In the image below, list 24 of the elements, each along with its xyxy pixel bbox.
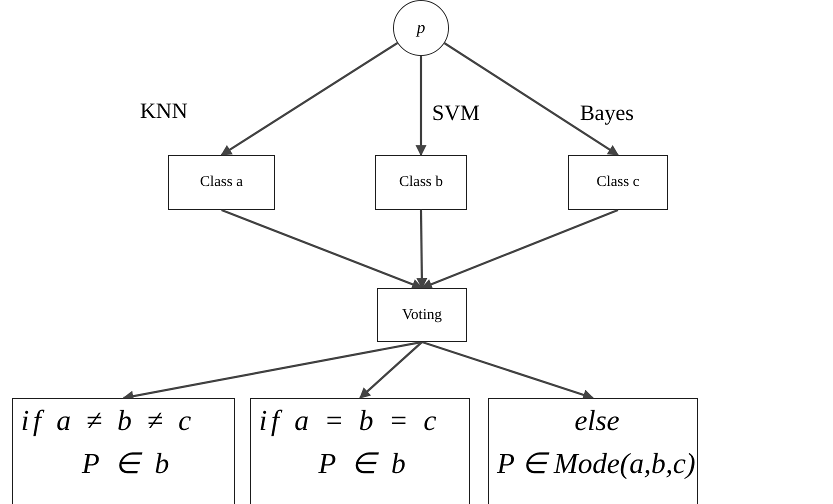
arrow — [416, 56, 426, 156]
math-expression: P ∈ Mode(a,b,c) — [497, 447, 696, 481]
variable-label: p — [416, 18, 426, 38]
box-label: Class a — [200, 174, 243, 191]
box-label: Class b — [399, 174, 443, 191]
arrow — [420, 208, 618, 290]
math-expression: if a ≠ b ≠ c — [21, 405, 196, 438]
math-expression: P ∈ b — [82, 447, 174, 481]
math-expression: else — [574, 405, 620, 438]
box-label: Voting — [402, 306, 442, 324]
arrow — [416, 210, 428, 290]
process-box — [168, 155, 275, 210]
box-label: Class c — [596, 174, 640, 191]
math-expression: P ∈ b — [318, 447, 410, 481]
arrow — [444, 42, 619, 156]
arrow — [220, 42, 398, 156]
input-circle — [393, 0, 449, 56]
arrow — [422, 340, 594, 400]
process-box — [568, 155, 668, 210]
math-expression: if a = b = c — [259, 405, 440, 438]
process-box — [377, 288, 467, 342]
arrow — [221, 208, 424, 290]
arrow — [359, 341, 423, 399]
process-box — [375, 155, 467, 210]
